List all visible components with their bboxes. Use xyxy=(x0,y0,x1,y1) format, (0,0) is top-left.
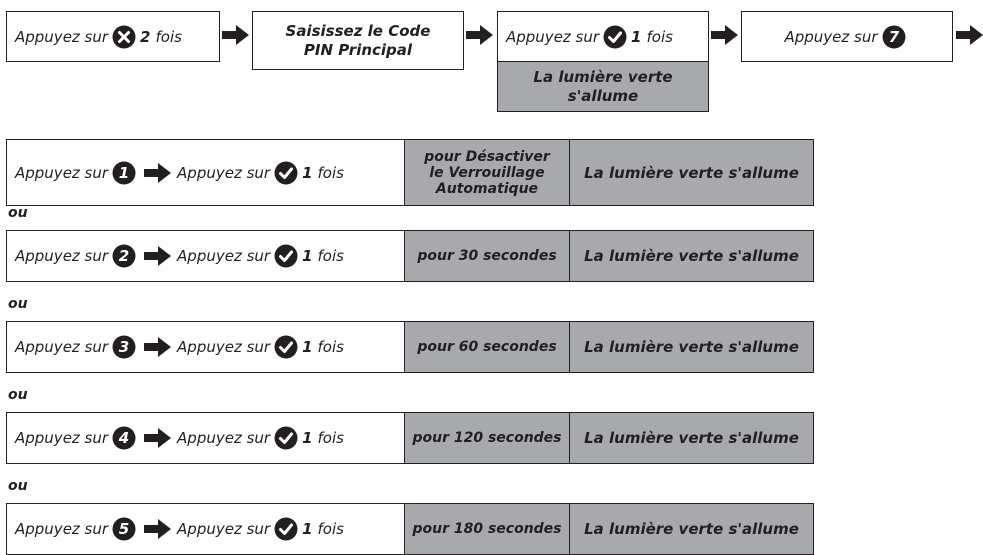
step3-note-line1: La lumière verte xyxy=(533,67,673,86)
option-result: La lumière verte s'allume xyxy=(569,321,814,373)
step1-prefix: Appuyez sur xyxy=(15,27,109,46)
option-suffix: fois xyxy=(317,338,344,356)
x-circle-icon xyxy=(112,25,136,49)
option-result-text: La lumière verte s'allume xyxy=(584,247,799,265)
option-result: La lumière verte s'allume xyxy=(569,139,814,206)
step1-count: 2 xyxy=(140,27,151,46)
option-duration-line: pour 60 secondes xyxy=(417,339,557,355)
option-result-text: La lumière verte s'allume xyxy=(584,163,799,182)
or-separator: ou xyxy=(8,478,28,494)
number-3-icon: 3 xyxy=(112,335,136,359)
option-prefix2: Appuyez sur xyxy=(177,163,271,182)
option-duration: pour 30 secondes xyxy=(404,230,570,282)
check-circle-icon xyxy=(274,244,298,268)
option-prefix: Appuyez sur xyxy=(15,520,109,538)
option-prefix2: Appuyez sur xyxy=(177,338,271,356)
option-suffix: fois xyxy=(317,429,344,447)
option-result-text: La lumière verte s'allume xyxy=(584,520,799,538)
option-prefix2: Appuyez sur xyxy=(177,429,271,447)
step3-count: 1 xyxy=(631,27,642,46)
option-result: La lumière verte s'allume xyxy=(569,412,814,464)
option-duration: pour 120 secondes xyxy=(404,412,570,464)
check-circle-icon xyxy=(603,25,627,49)
option-suffix: fois xyxy=(317,163,344,182)
arrow-right-icon xyxy=(144,428,172,448)
check-circle-icon xyxy=(274,335,298,359)
step3-suffix: fois xyxy=(646,27,673,46)
step4-digit: 7 xyxy=(888,28,899,46)
option-count: 1 xyxy=(302,520,313,538)
option-digit: 2 xyxy=(119,247,129,265)
option-duration-line: pour 30 secondes xyxy=(417,248,557,264)
or-separator: ou xyxy=(8,387,28,403)
check-circle-icon xyxy=(274,426,298,450)
option-count: 1 xyxy=(302,163,313,182)
number-5-icon: 5 xyxy=(112,517,136,541)
option-duration: pour 180 secondes xyxy=(404,503,570,555)
number-7-icon: 7 xyxy=(882,25,906,49)
option-digit: 4 xyxy=(118,429,129,447)
option-prefix2: Appuyez sur xyxy=(177,520,271,538)
step1-suffix: fois xyxy=(155,27,182,46)
option-suffix: fois xyxy=(317,520,344,538)
step4-box: Appuyez sur 7 xyxy=(741,11,953,62)
option-duration-line: pour 180 secondes xyxy=(412,521,562,537)
step2-box: Saisissez le Code PIN Principal xyxy=(252,11,464,70)
step3-note-line2: s'allume xyxy=(567,86,639,105)
option-result: La lumière verte s'allume xyxy=(569,503,814,555)
option-count: 1 xyxy=(302,338,313,356)
step4-prefix: Appuyez sur xyxy=(784,27,878,46)
arrow-right-icon xyxy=(144,519,172,539)
arrow-right-icon xyxy=(144,162,172,183)
option-prefix: Appuyez sur xyxy=(15,247,109,265)
option-suffix: fois xyxy=(317,247,344,265)
option-duration-line: Automatique xyxy=(435,180,539,197)
or-separator: ou xyxy=(8,205,28,221)
number-4-icon: 4 xyxy=(112,426,136,450)
option-result-text: La lumière verte s'allume xyxy=(584,338,799,356)
step3-prefix: Appuyez sur xyxy=(506,27,600,46)
option-duration: pour 60 secondes xyxy=(404,321,570,373)
option-digit: 3 xyxy=(119,338,129,356)
option-digit: 1 xyxy=(119,164,129,182)
check-circle-icon xyxy=(274,161,298,185)
arrow-right-icon xyxy=(956,25,983,45)
option-duration-line: pour 120 secondes xyxy=(412,430,562,446)
step1-box: Appuyez sur 2 fois xyxy=(6,11,220,62)
check-circle-icon xyxy=(274,517,298,541)
or-separator: ou xyxy=(8,296,28,312)
option-digit: 5 xyxy=(119,520,129,538)
option-duration-line: pour Désactiver xyxy=(424,148,550,165)
step2-line2: PIN Principal xyxy=(303,40,413,59)
option-count: 1 xyxy=(302,247,313,265)
arrow-right-icon xyxy=(144,246,172,266)
number-1-icon: 1 xyxy=(112,161,136,185)
arrow-right-icon xyxy=(144,337,172,357)
option-duration-line: le Verrouillage xyxy=(429,164,545,181)
arrow-right-icon xyxy=(711,25,738,45)
step3-note: La lumière verte s'allume xyxy=(497,61,709,112)
option-result: La lumière verte s'allume xyxy=(569,230,814,282)
option-count: 1 xyxy=(302,429,313,447)
option-prefix: Appuyez sur xyxy=(15,429,109,447)
step3-box: Appuyez sur 1 fois xyxy=(497,11,709,62)
option-prefix: Appuyez sur xyxy=(15,338,109,356)
number-2-icon: 2 xyxy=(112,244,136,268)
option-prefix: Appuyez sur xyxy=(15,163,109,182)
arrow-right-icon xyxy=(222,25,249,45)
option-prefix2: Appuyez sur xyxy=(177,247,271,265)
option-result-text: La lumière verte s'allume xyxy=(584,429,799,447)
step2-line1: Saisissez le Code xyxy=(285,21,431,40)
arrow-right-icon xyxy=(466,25,493,45)
